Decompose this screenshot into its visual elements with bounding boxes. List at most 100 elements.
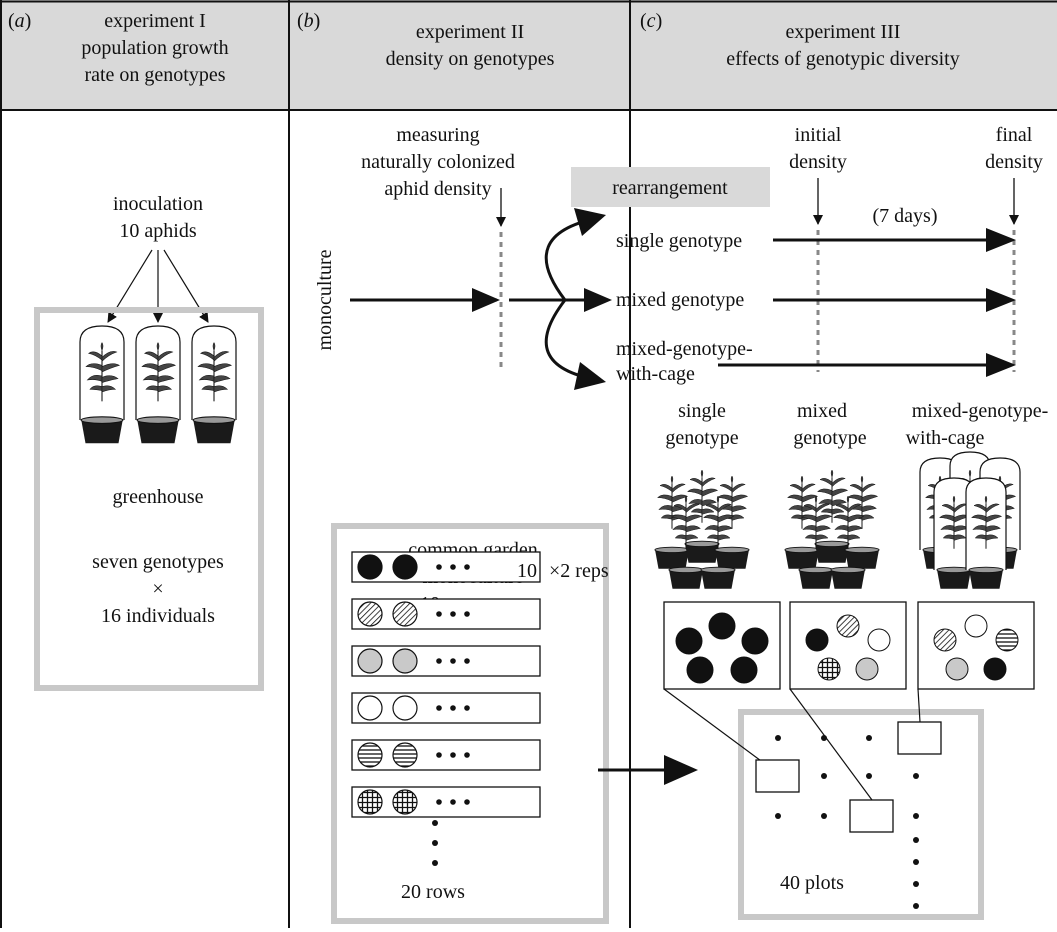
monoculture-arrowhead — [472, 288, 500, 312]
pots-mixed-label-1: mixed — [797, 400, 847, 422]
reps-label: ×2 reps — [549, 560, 609, 582]
field-plot-cage — [897, 721, 942, 755]
pot-icon — [784, 546, 820, 570]
genotype-circle — [357, 742, 383, 768]
pot-icon — [844, 546, 880, 570]
garden-row-box — [351, 739, 541, 771]
rearrangement-label: rearrangement — [612, 177, 728, 199]
ellipsis-dot — [450, 705, 456, 711]
pot-icon — [814, 540, 850, 564]
panel-c-letter: c — [647, 10, 656, 32]
plant-icon — [846, 475, 879, 530]
garden-row-diagonal — [351, 598, 541, 630]
genotype-circle — [392, 601, 418, 627]
header-band — [0, 0, 1057, 110]
genotype-circle — [357, 648, 383, 674]
ellipsis-dot — [436, 658, 442, 664]
garden-row-box — [351, 786, 541, 818]
branch-arrowhead-middle — [584, 288, 612, 312]
ellipsis-dot — [436, 611, 442, 617]
branch-arrowhead-down — [574, 362, 606, 390]
genotype-count-label: seven genotypes — [92, 551, 224, 573]
garden-row-black — [351, 551, 541, 583]
measuring-label-1: measuring — [396, 124, 479, 146]
final-density-label-1: final — [996, 124, 1033, 146]
genotype-circle — [392, 695, 418, 721]
pots-cage — [919, 451, 1021, 590]
ellipsis-dot — [436, 799, 442, 805]
times-symbol: × — [152, 578, 163, 600]
panel-b-letter: b — [304, 10, 314, 32]
greenhouse-frame — [34, 307, 264, 691]
duration-label: (7 days) — [873, 205, 938, 227]
plant-icon — [656, 475, 689, 530]
plant-icon — [786, 475, 819, 530]
rows-total-label: 20 rows — [401, 881, 465, 903]
inoculation-label: inoculation — [113, 193, 203, 215]
field-plot-mixed — [849, 799, 894, 833]
pots-cage-label-1: mixed-genotype- — [912, 400, 1049, 422]
ellipsis-dot — [464, 705, 470, 711]
pots-single — [654, 469, 750, 590]
panel-a-title-2: population growth — [81, 37, 228, 59]
genotype-circle — [357, 789, 383, 815]
individuals-label: 16 individuals — [101, 605, 215, 627]
plant-icon — [716, 475, 749, 530]
genotype-circle — [392, 742, 418, 768]
panel-c-title-1: experiment III — [786, 21, 901, 43]
branch-arrowhead-up — [574, 208, 606, 236]
genotype-circle — [357, 554, 383, 580]
row-count-label: 10 — [517, 560, 537, 582]
ellipsis-dot — [464, 658, 470, 664]
pots-mixed-label-2: genotype — [793, 427, 866, 449]
field-frame — [738, 709, 984, 920]
ellipsis-dot — [436, 752, 442, 758]
pots-single-label-2: genotype — [665, 427, 738, 449]
measuring-label-2: naturally colonized — [361, 151, 515, 173]
pot-icon — [654, 546, 690, 570]
svg-text:(a): (a) — [8, 10, 31, 32]
garden-row-white — [351, 692, 541, 724]
more-rows-dots — [432, 820, 438, 866]
pot-icon — [936, 566, 972, 590]
initial-density-label-1: initial — [795, 124, 842, 146]
rearrangement-box — [571, 167, 770, 207]
ellipsis-dot — [450, 752, 456, 758]
panel-c-title-2: effects of genotypic diversity — [726, 48, 959, 70]
ellipsis-dot — [464, 611, 470, 617]
panel-a-letter: a — [15, 10, 25, 32]
panel-a-header: (a) experiment I population growth rate … — [8, 10, 229, 86]
branch-curve-up — [544, 216, 599, 301]
plot-circles — [675, 612, 1019, 684]
ellipsis-dot — [450, 564, 456, 570]
ellipsis-dot — [464, 564, 470, 570]
pot-icon — [684, 540, 720, 564]
panel-a-title-3: rate on genotypes — [84, 64, 225, 86]
final-density-label-2: density — [985, 151, 1043, 173]
ellipsis-dot — [464, 799, 470, 805]
field-plot-dots — [775, 735, 919, 909]
pots-mixed — [784, 469, 880, 590]
caged-plant-1 — [79, 325, 125, 444]
plot-connector-lines — [663, 688, 921, 801]
treatment-single-label: single genotype — [616, 230, 742, 252]
pots-cage-label-2: with-cage — [906, 427, 985, 449]
treatment-mixed-label: mixed genotype — [616, 289, 744, 311]
pot-icon — [714, 546, 750, 570]
ellipsis-dot — [450, 611, 456, 617]
garden-row-grid — [351, 786, 541, 818]
panel-a-title-1: experiment I — [104, 10, 206, 32]
field-plot-single — [755, 759, 800, 793]
ellipsis-dot — [450, 658, 456, 664]
pot-icon — [700, 566, 736, 590]
aphid-count-label: 10 aphids — [119, 220, 196, 242]
caged-plant-2 — [135, 325, 181, 444]
garden-row-box — [351, 692, 541, 724]
genotype-circle — [357, 601, 383, 627]
ellipsis-dot — [436, 705, 442, 711]
transfer-arrowhead — [664, 755, 698, 785]
measuring-label-3: aphid density — [384, 178, 491, 200]
ellipsis-dot — [464, 752, 470, 758]
pots-single-label-1: single — [678, 400, 726, 422]
